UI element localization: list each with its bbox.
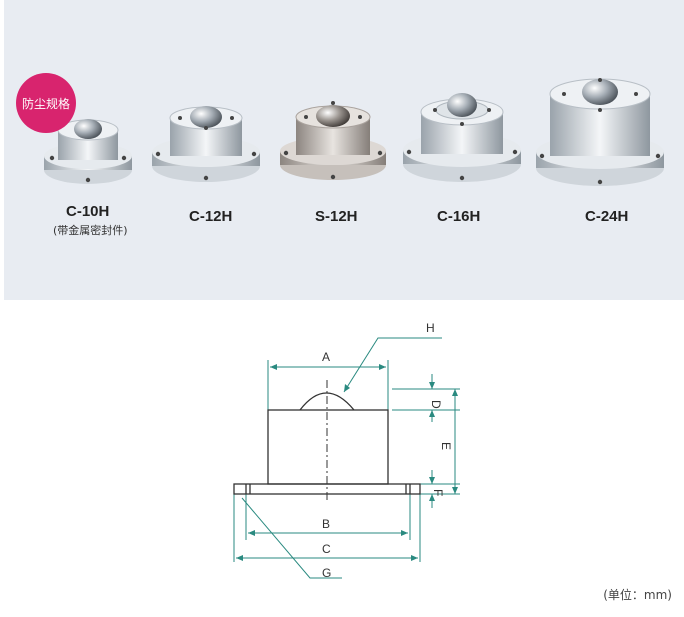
product-photo-panel: 防尘规格 C-10H (带金属密封件) [4,0,684,300]
dimension-arrows [236,364,458,561]
dim-label-b: B [322,517,330,531]
dim-label-a: A [322,350,330,364]
dimension-lines [233,337,460,579]
dim-label-c: C [322,542,331,556]
product-label-c-24h: C-24H [585,208,629,225]
dim-label-h: H [426,321,435,335]
dim-label-e: E [439,442,453,450]
dustproof-badge: 防尘规格 [16,73,76,133]
dim-label-d: D [429,400,443,409]
dim-label-g: G [322,566,331,580]
product-label-c-10h: C-10H [66,203,110,220]
product-note-c-10h: (带金属密封件) [53,224,128,237]
dim-label-f: F [431,489,445,496]
product-label-s-12h: S-12H [315,208,358,225]
product-image-s-12h [278,97,388,189]
product-image-c-10h [42,110,134,190]
dimension-drawing: A H B C G D E F (单位：mm) [0,300,684,613]
unit-note: (单位：mm) [603,588,672,602]
product-image-c-24h [534,72,666,194]
product-label-c-12h: C-12H [189,208,233,225]
product-label-c-16h: C-16H [437,208,481,225]
product-image-c-12h [150,100,262,190]
product-image-c-16h [401,88,523,190]
